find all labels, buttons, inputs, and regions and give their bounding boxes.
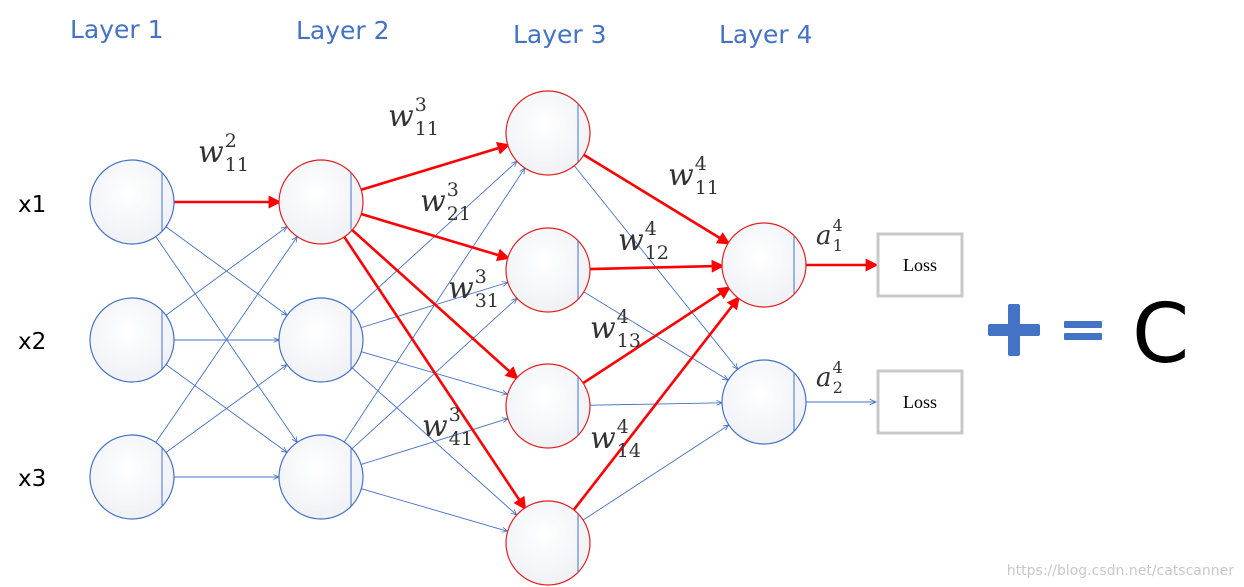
loss-box-2-label: Loss: [903, 392, 937, 412]
highlighted-edge-l3-n4-to-n1: [572, 296, 740, 511]
edge-l1-n2-to-n1: [165, 227, 287, 316]
weight-sub: 11: [415, 118, 439, 140]
weight-base: w: [668, 158, 694, 193]
highlighted-edge-l2-n1-to-n1: [360, 142, 511, 192]
plus-sign: [988, 304, 1040, 356]
loss-box-1-label: Loss: [903, 255, 937, 275]
weight-base: w: [388, 99, 414, 134]
neuron-layer2-2: [278, 297, 364, 383]
weight-base: w: [422, 409, 448, 444]
weight-base: w: [420, 184, 446, 219]
weight-sub: 31: [475, 290, 499, 312]
neuron-layer4-1: [721, 222, 807, 308]
weight-base: w: [590, 311, 616, 346]
edge-l2-n3-to-n3: [360, 419, 508, 465]
weight-sup: 3: [447, 179, 459, 201]
weight-sup: 2: [225, 130, 237, 152]
highlighted-edge-l3-n3-to-n1: [582, 286, 732, 385]
weight-sup: 3: [475, 266, 487, 288]
layer-title-1: Layer 1: [70, 15, 164, 44]
weight-sub: 21: [447, 203, 471, 225]
input-label-x2: x2: [18, 329, 46, 355]
highlighted-edge-l3-n1-to-n1: [583, 153, 731, 245]
edge-l1-n3-to-n2: [165, 365, 287, 453]
weight-sub: 14: [617, 440, 641, 462]
neuron-layer2-3: [278, 434, 364, 520]
neuron-layer2-1: [278, 159, 364, 245]
neuron-layer3-4: [505, 500, 591, 586]
highlighted-edge-l2-n1-to-n4: [343, 236, 527, 511]
weight-sup: 4: [645, 218, 657, 240]
loss-box-1: [876, 232, 964, 298]
weight-base: w: [448, 271, 474, 306]
activation-base: a: [816, 221, 832, 251]
edge-l2-n3-to-n4: [361, 488, 507, 532]
edge-l1-n3-to-n1: [155, 237, 297, 443]
activation-sub: 2: [833, 378, 843, 397]
activation-sup: 4: [833, 358, 843, 377]
red-highlighted-connections: [174, 142, 740, 511]
neuron-layer1-2: [89, 297, 175, 383]
neuron-nodes: [89, 90, 807, 586]
layer-title-4: Layer 4: [719, 20, 813, 49]
weight-base: w: [590, 421, 616, 456]
weight-sup: 3: [449, 404, 461, 426]
neuron-layer1-3: [89, 434, 175, 520]
layer-title-3: Layer 3: [513, 20, 607, 49]
weight-sup: 4: [695, 153, 707, 175]
weight-sub: 11: [695, 177, 719, 199]
neuron-layer3-3: [505, 363, 591, 449]
input-label-x1: x1: [18, 192, 46, 218]
weight-sup: 3: [415, 94, 427, 116]
weight-base: w: [618, 223, 644, 258]
weight-base: w: [198, 135, 224, 170]
activation-sub: 1: [833, 236, 843, 255]
weight-sub: 41: [449, 428, 473, 450]
neuron-layer4-2: [721, 359, 807, 445]
activation-base: a: [816, 363, 832, 393]
edge-l3-n4-to-n2: [582, 425, 729, 521]
highlighted-edge-l2-n1-to-n2: [360, 212, 511, 262]
activation-sup: 4: [833, 216, 843, 235]
weight-sub: 11: [225, 154, 249, 176]
loss-box-2: [876, 369, 964, 435]
neuron-layer3-1: [505, 90, 591, 176]
cost-symbol: C: [1132, 287, 1189, 382]
watermark: https://blog.csdn.net/catscanner: [1007, 563, 1234, 579]
weight-sup: 4: [617, 306, 629, 328]
highlighted-edge-l3-n2-to-n1: [589, 259, 725, 273]
equals-sign: [1064, 321, 1102, 340]
layer-title-2: Layer 2: [296, 16, 390, 45]
neuron-layer1-1: [89, 159, 175, 245]
highlighted-edge-l2-n1-to-n3: [351, 229, 519, 380]
weight-sup: 4: [617, 416, 629, 438]
weight-sub: 12: [645, 242, 669, 264]
input-label-x3: x3: [18, 466, 46, 492]
neuron-layer3-2: [505, 227, 591, 313]
weight-sub: 13: [617, 330, 641, 352]
